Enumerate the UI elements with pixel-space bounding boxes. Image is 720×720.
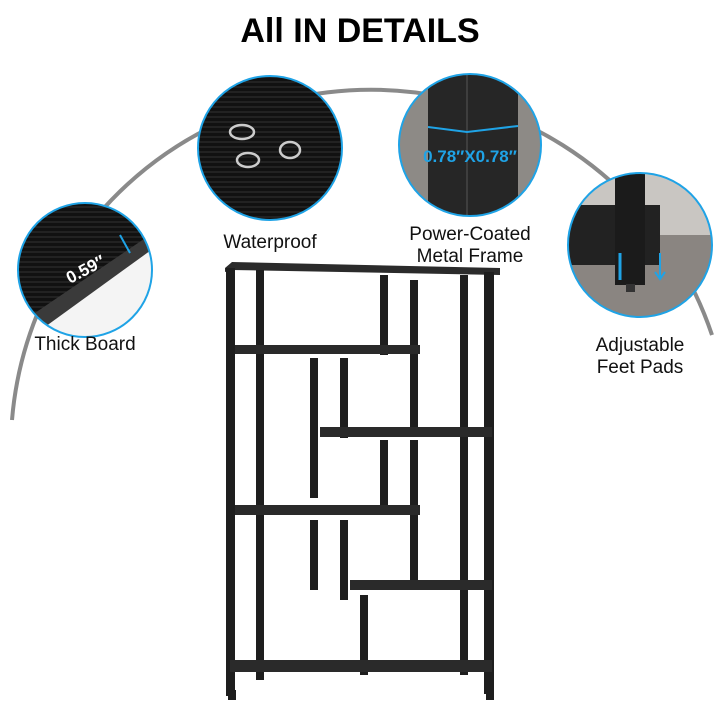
frame-size-label: 0.78″X0.78″ bbox=[423, 147, 517, 166]
page-title: All IN DETAILS bbox=[240, 12, 480, 50]
bookshelf-illustration bbox=[225, 262, 500, 700]
feet-pads-detail bbox=[568, 173, 712, 317]
thick-board-detail: 0.59″ bbox=[18, 203, 152, 337]
waterproof-detail bbox=[198, 76, 342, 220]
feature-label-line1: Adjustable bbox=[595, 335, 685, 356]
feature-label-metal-frame: Power-Coated Metal Frame bbox=[390, 224, 550, 268]
feature-label-thick-board: Thick Board bbox=[34, 334, 136, 355]
feature-label-line2: Feet Pads bbox=[596, 357, 684, 378]
feature-label-waterproof: Waterproof bbox=[223, 232, 317, 253]
feature-label-line1: Power-Coated bbox=[409, 224, 531, 245]
feature-label-feet-pads: Adjustable Feet Pads bbox=[570, 335, 710, 379]
feature-label-line2: Metal Frame bbox=[416, 246, 524, 267]
metal-frame-detail bbox=[399, 74, 541, 216]
